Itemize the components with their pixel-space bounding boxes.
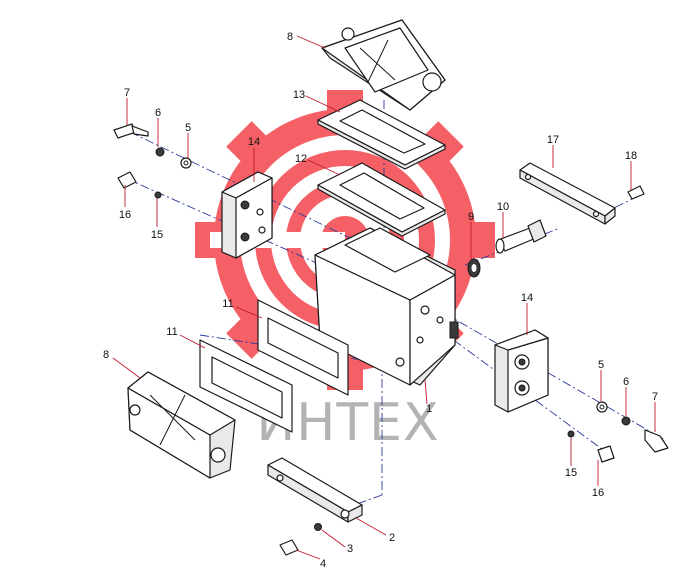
callout-5-right: 5	[598, 359, 604, 371]
part-14-right-plate	[494, 329, 549, 413]
part-10-bolt	[495, 219, 547, 254]
callout-18: 18	[625, 150, 637, 162]
callout-10: 10	[497, 201, 509, 213]
callout-14-left: 14	[248, 136, 260, 148]
callout-17: 17	[547, 134, 559, 146]
callout-2: 2	[389, 532, 395, 544]
callout-8-bottom: 8	[103, 349, 109, 361]
callout-13: 13	[293, 89, 305, 101]
fasteners	[113, 123, 669, 556]
part-12-shim	[317, 162, 446, 237]
callout-5-top: 5	[185, 122, 191, 134]
part-17-bar	[519, 162, 616, 225]
callout-11-a: 11	[222, 298, 233, 310]
part-1-main-body	[314, 227, 459, 386]
part-11-shim-b	[199, 339, 293, 433]
callout-7-top: 7	[124, 87, 130, 99]
callout-9: 9	[468, 211, 474, 223]
callout-labels: 8 13 12 7 6 5 14 16 15 17 18 9 10 11 11 …	[103, 31, 658, 570]
callout-11-b: 11	[166, 326, 177, 338]
callout-16-right: 16	[592, 487, 604, 499]
part-9-washer	[467, 258, 481, 278]
part-14-left-plate	[221, 171, 273, 259]
part-13-shim	[317, 99, 446, 170]
callout-14-right: 14	[521, 292, 533, 304]
callout-16-top: 16	[119, 209, 131, 221]
callout-15-top: 15	[151, 229, 163, 241]
callout-12: 12	[295, 153, 307, 165]
callout-6-right: 6	[623, 376, 629, 388]
part-11-shim-a	[257, 299, 349, 396]
callout-6-top: 6	[155, 107, 161, 119]
callout-4: 4	[320, 558, 326, 570]
part-2-bar	[267, 457, 363, 523]
callout-15-right: 15	[565, 467, 577, 479]
part-8-bottom-pad	[127, 371, 236, 479]
callout-7-right: 7	[652, 391, 658, 403]
callout-8-top: 8	[287, 31, 293, 43]
callout-3: 3	[347, 543, 353, 555]
part-8-top-pad	[321, 19, 446, 111]
callout-1: 1	[426, 403, 432, 415]
leader-lines	[112, 35, 656, 560]
